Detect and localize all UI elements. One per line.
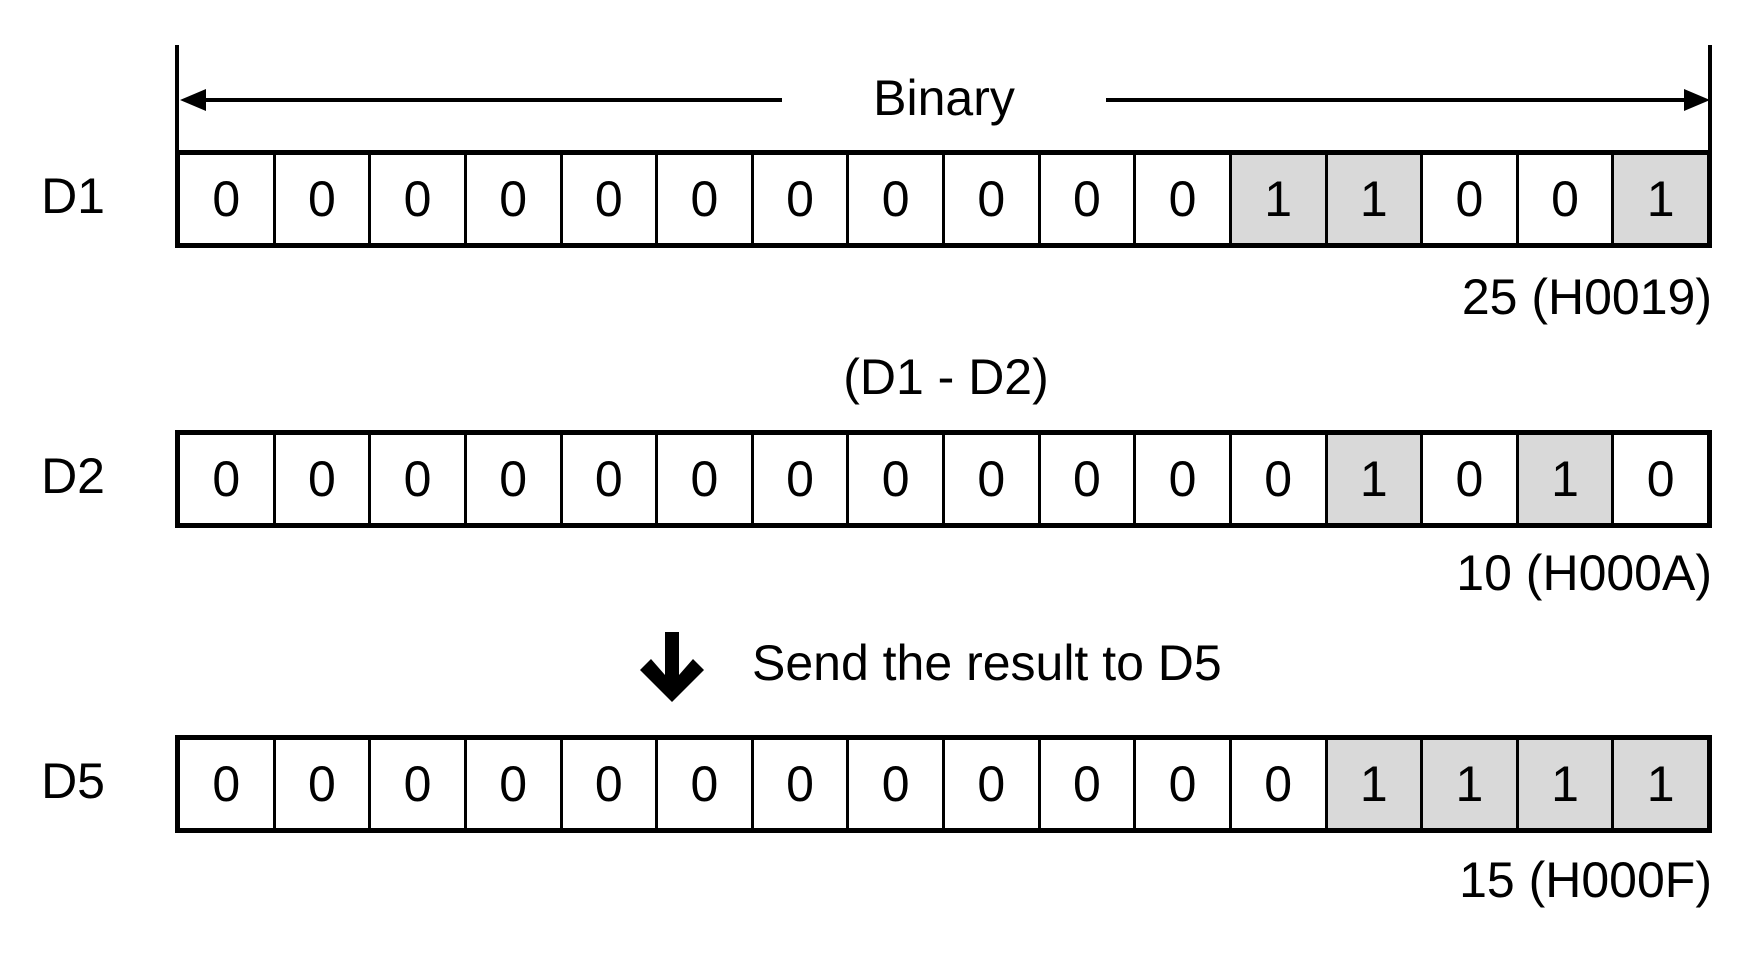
bit-cell: 0 bbox=[753, 155, 850, 243]
bit-cell: 0 bbox=[1040, 155, 1137, 243]
binary-range-right-arrow-icon bbox=[1684, 89, 1710, 111]
send-result-label: Send the result to D5 bbox=[752, 635, 1222, 691]
bit-cell: 0 bbox=[945, 740, 1041, 828]
register-name-d2: D2 bbox=[41, 448, 105, 504]
bit-cell: 0 bbox=[371, 155, 467, 243]
bit-cell: 0 bbox=[466, 435, 563, 523]
bit-cell: 1 bbox=[1518, 435, 1615, 523]
bit-cell: 0 bbox=[562, 740, 659, 828]
bit-cell: 0 bbox=[1518, 155, 1615, 243]
bit-cell: 0 bbox=[1231, 740, 1328, 828]
binary-range-left-arrow-line bbox=[202, 98, 782, 102]
bit-cell: 0 bbox=[849, 155, 945, 243]
bit-cell: 0 bbox=[180, 740, 276, 828]
bit-cell: 0 bbox=[275, 435, 372, 523]
bit-cell: 0 bbox=[658, 740, 754, 828]
bit-cell: 0 bbox=[1423, 435, 1519, 523]
register-value-label-d1: 25 (H0019) bbox=[1461, 269, 1712, 325]
bit-cell: 0 bbox=[562, 155, 659, 243]
register-value-label-d2: 10 (H000A) bbox=[1456, 545, 1712, 601]
bit-cell: 0 bbox=[1136, 435, 1232, 523]
bit-cell: 0 bbox=[1423, 155, 1519, 243]
binary-label: Binary bbox=[873, 70, 1015, 126]
register-name-d1: D1 bbox=[41, 168, 105, 224]
bit-cell: 0 bbox=[180, 155, 276, 243]
bit-cell: 0 bbox=[466, 155, 563, 243]
bit-cell: 0 bbox=[562, 435, 659, 523]
bit-cell: 1 bbox=[1231, 155, 1328, 243]
bit-cell: 0 bbox=[1040, 740, 1137, 828]
left-bracket-line bbox=[175, 45, 179, 150]
bit-cell: 0 bbox=[275, 155, 372, 243]
register-row-d1: 0 0 0 0 0 0 0 0 0 0 0 1 1 0 0 1 bbox=[175, 150, 1712, 248]
bit-cell: 0 bbox=[1231, 435, 1328, 523]
bit-cell: 0 bbox=[371, 740, 467, 828]
bit-cell: 0 bbox=[945, 155, 1041, 243]
bit-cell: 1 bbox=[1518, 740, 1615, 828]
bit-cell: 0 bbox=[371, 435, 467, 523]
bit-cell: 0 bbox=[275, 740, 372, 828]
bit-cell: 0 bbox=[658, 435, 754, 523]
binary-range-left-arrow-icon bbox=[180, 89, 206, 111]
bit-cell: 0 bbox=[1040, 435, 1137, 523]
bit-cell: 0 bbox=[945, 435, 1041, 523]
right-bracket-line bbox=[1708, 45, 1712, 150]
binary-range-right-arrow-line bbox=[1106, 98, 1684, 102]
bit-cell: 0 bbox=[658, 155, 754, 243]
bit-cell: 1 bbox=[1327, 740, 1424, 828]
bit-cell: 0 bbox=[1136, 740, 1232, 828]
bit-cell: 0 bbox=[849, 740, 945, 828]
bit-cell: 0 bbox=[753, 740, 850, 828]
register-row-d5: 0 0 0 0 0 0 0 0 0 0 0 0 1 1 1 1 bbox=[175, 735, 1712, 833]
bit-cell: 1 bbox=[1423, 740, 1519, 828]
bit-cell: 0 bbox=[180, 435, 276, 523]
bit-cell: 1 bbox=[1327, 155, 1424, 243]
bit-cell: 0 bbox=[1614, 435, 1707, 523]
bit-cell: 0 bbox=[753, 435, 850, 523]
down-arrow-icon bbox=[640, 632, 704, 702]
bit-cell: 1 bbox=[1614, 155, 1707, 243]
operation-label: (D1 - D2) bbox=[843, 349, 1049, 405]
bit-cell: 0 bbox=[849, 435, 945, 523]
register-value-label-d5: 15 (H000F) bbox=[1459, 852, 1712, 908]
bit-cell: 0 bbox=[466, 740, 563, 828]
bit-cell: 0 bbox=[1136, 155, 1232, 243]
register-name-d5: D5 bbox=[41, 753, 105, 809]
bit-cell: 1 bbox=[1327, 435, 1424, 523]
bit-cell: 1 bbox=[1614, 740, 1707, 828]
register-row-d2: 0 0 0 0 0 0 0 0 0 0 0 0 1 0 1 0 bbox=[175, 430, 1712, 528]
